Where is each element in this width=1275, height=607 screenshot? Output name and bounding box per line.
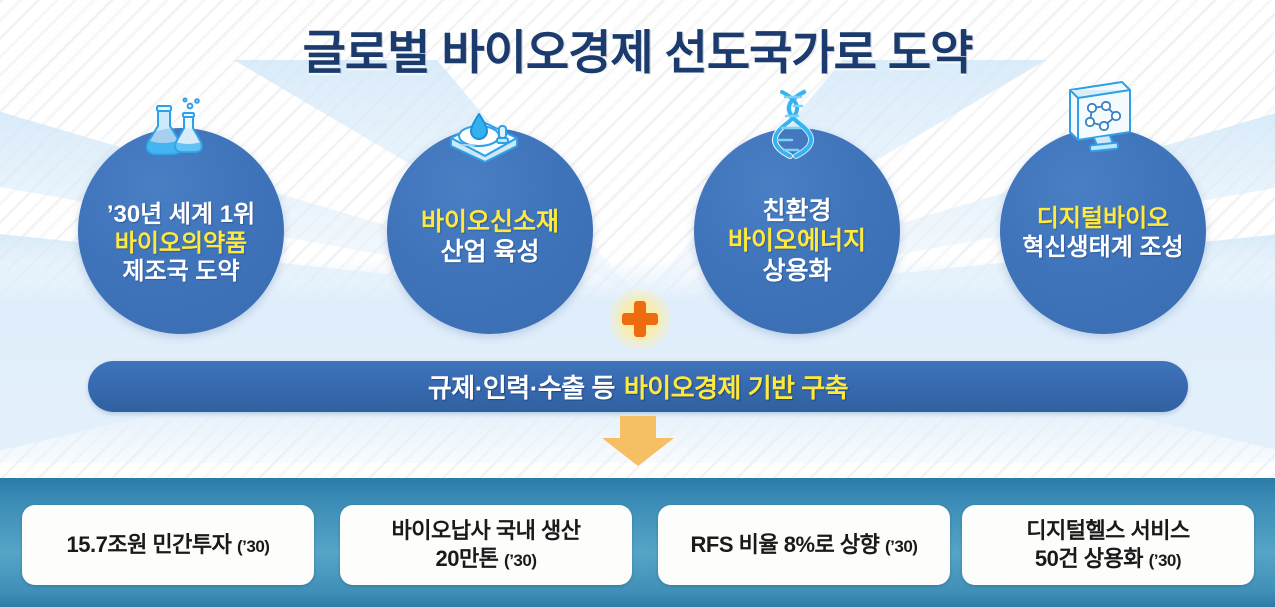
banner-lead-text: 규제·인력·수출 등 [427, 373, 615, 403]
bioreactor-icon [441, 96, 525, 164]
goal-card-1-main: 15.7조원 민간투자 [66, 531, 232, 557]
pillar-3-line-2: 바이오에너지 [727, 227, 866, 255]
goal-card-2-main: 바이오납사 국내 생산 [391, 517, 581, 543]
plus-glyph [622, 301, 658, 337]
monitor-molecule-icon [1056, 81, 1140, 154]
goal-card-4-second: 50건 상용화 [1034, 546, 1144, 571]
goal-card-1[interactable]: 15.7조원 민간투자 (’30) [22, 505, 314, 585]
pillar-circle-4[interactable]: 디지털바이오 혁신생태계 조성 [1000, 128, 1206, 334]
pillar-3-line-1: 친환경 [762, 197, 832, 225]
banner-highlight-text: 바이오경제 기반 구축 [623, 373, 849, 403]
pillar-1-line-2: 바이오의약품 [114, 229, 248, 257]
goal-card-1-year: (’30) [237, 536, 270, 556]
dna-helix-icon [752, 89, 836, 160]
goal-card-3[interactable]: RFS 비율 8%로 상향 (’30) [658, 505, 950, 585]
goal-card-2-second: 20만톤 [435, 546, 499, 571]
foundation-banner[interactable]: 규제·인력·수출 등 바이오경제 기반 구축 [88, 361, 1188, 412]
goal-card-4[interactable]: 디지털헬스 서비스 50건 상용화 (’30) [962, 505, 1254, 585]
page-title: 글로벌 바이오경제 선도국가로 도약 [302, 26, 974, 79]
plus-icon [608, 287, 672, 351]
goal-card-2-year: (’30) [504, 551, 537, 570]
goal-card-3-year: (’30) [885, 536, 918, 556]
pillar-2-line-1: 바이오신소재 [420, 208, 559, 236]
flask-icon [128, 96, 212, 164]
goal-card-4-year: (’30) [1148, 551, 1182, 570]
pillar-3-line-3: 상용화 [762, 257, 832, 285]
goal-card-3-main: RFS 비율 8%로 상향 [690, 531, 880, 557]
down-arrow-icon [602, 416, 674, 466]
goal-card-4-main: 디지털헬스 서비스 [1026, 517, 1190, 543]
pillar-2-line-2: 산업 육성 [440, 238, 540, 266]
pillar-4-line-2: 혁신생태계 조성 [1022, 234, 1184, 261]
pillar-1-line-1: ’30년 세계 1위 [106, 200, 256, 228]
goal-card-2[interactable]: 바이오납사 국내 생산 20만톤 (’30) [340, 505, 632, 585]
pillar-4-line-1: 디지털바이오 [1036, 205, 1170, 233]
pillar-1-line-3: 제조국 도약 [122, 258, 240, 286]
